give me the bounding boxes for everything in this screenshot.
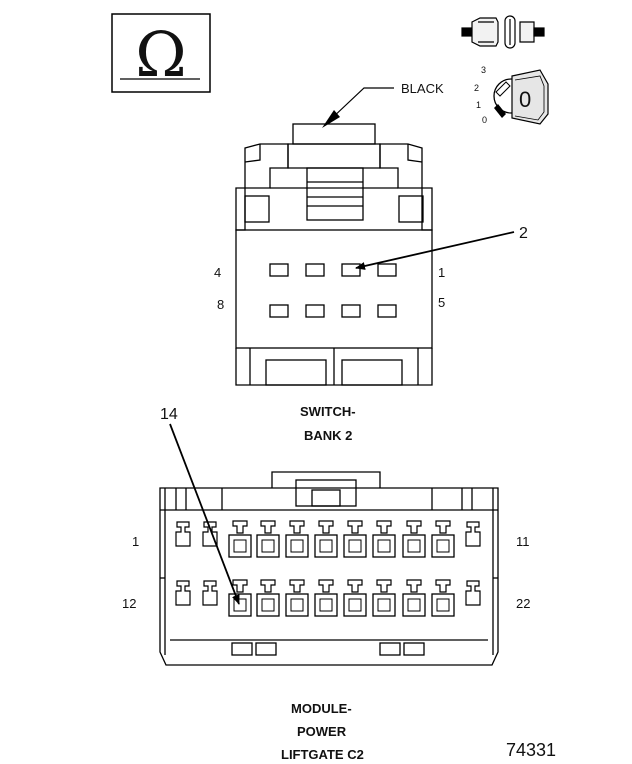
pin-callout-label: 14 <box>160 406 178 423</box>
terminal-cavity <box>256 579 280 617</box>
terminal-cavity <box>285 520 309 558</box>
terminal-cavity <box>256 520 280 558</box>
svg-text:3: 3 <box>481 65 486 75</box>
switch-bank-cavities <box>269 263 397 318</box>
svg-text:8: 8 <box>217 297 224 312</box>
empty-cavity <box>202 580 218 606</box>
terminal-cavity <box>314 579 338 617</box>
switch-bank-title: SWITCH- <box>300 404 356 419</box>
empty-cavity <box>465 580 481 606</box>
cavity <box>269 263 289 277</box>
module-title: LIFTGATE C2 <box>281 747 364 762</box>
svg-text:2: 2 <box>474 83 479 93</box>
terminal-cavity <box>228 520 252 558</box>
terminal-cavity <box>402 520 426 558</box>
plug-icon <box>461 15 545 49</box>
cavity <box>377 263 397 277</box>
terminal-cavity <box>372 520 396 558</box>
empty-cavity <box>175 521 191 547</box>
svg-text:0: 0 <box>482 115 487 125</box>
ohm-icon: Ω <box>135 18 186 91</box>
empty-cavity <box>465 521 481 547</box>
terminal-cavity <box>343 520 367 558</box>
terminal-cavity <box>314 520 338 558</box>
pin-callout-label: 2 <box>519 225 528 242</box>
switch-bank-connector <box>235 123 433 386</box>
module-pin-labels: 1 11 12 22 <box>122 534 530 611</box>
ohm-symbol-box: Ω <box>111 13 211 93</box>
svg-text:22: 22 <box>516 596 530 611</box>
terminal-cavity <box>431 579 455 617</box>
cavity <box>341 304 361 318</box>
svg-text:12: 12 <box>122 596 136 611</box>
cavity <box>341 263 361 277</box>
svg-text:4: 4 <box>214 265 221 280</box>
terminal-cavity <box>343 579 367 617</box>
cavity <box>305 263 325 277</box>
figure-number: 74331 <box>506 740 556 760</box>
svg-text:1: 1 <box>476 100 481 110</box>
ignition-key-icon: 3 2 1 0 0 <box>474 65 549 125</box>
pin-2-callout: 2 <box>355 225 528 270</box>
connector-color-label: BLACK <box>401 81 444 96</box>
cavity <box>377 304 397 318</box>
key-position-label: 0 <box>519 87 531 112</box>
pin-14-callout: 14 <box>160 406 240 605</box>
module-cavities <box>175 520 481 617</box>
empty-cavity <box>175 580 191 606</box>
terminal-cavity <box>372 579 396 617</box>
svg-text:5: 5 <box>438 295 445 310</box>
cavity <box>269 304 289 318</box>
svg-text:1: 1 <box>438 265 445 280</box>
switch-bank-pin-labels: 4 1 8 5 <box>214 265 445 312</box>
terminal-cavity <box>402 579 426 617</box>
cavity <box>305 304 325 318</box>
svg-text:1: 1 <box>132 534 139 549</box>
module-connector <box>159 471 499 666</box>
terminal-cavity <box>285 579 309 617</box>
module-title: MODULE- <box>291 701 352 716</box>
svg-text:11: 11 <box>516 534 530 549</box>
color-callout: BLACK <box>322 81 444 128</box>
module-title: POWER <box>297 724 347 739</box>
terminal-cavity <box>431 520 455 558</box>
switch-bank-title: BANK 2 <box>304 428 352 443</box>
